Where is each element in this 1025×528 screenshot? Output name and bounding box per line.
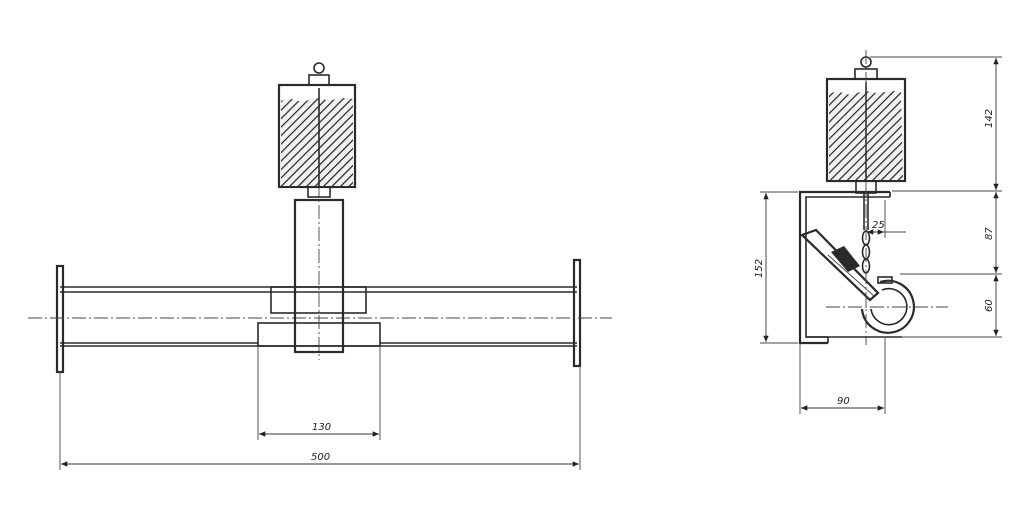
dim-label-142: 142 [984,109,995,128]
dimension-90: 90 [799,338,886,414]
right-flange [572,258,582,368]
dimension-500: 500 [59,366,581,470]
channel-profile [798,190,902,345]
dimension-60: 60 [984,275,999,336]
dimension-87: 87 [984,192,999,273]
clamp-arm [799,228,880,302]
side-view: 142 87 60 152 25 [754,50,1002,414]
dimension-130: 130 [257,347,381,440]
hook [860,276,915,334]
dimension-25: 25 [867,200,906,238]
front-view: 130 500 [28,62,612,470]
dim-label-500: 500 [311,452,330,463]
dim-label-25: 25 [872,220,885,231]
lifting-eye-icon [313,62,325,74]
dim-label-152: 152 [754,259,765,278]
left-flange [55,264,65,374]
dimension-152: 152 [754,191,798,344]
dim-label-130: 130 [312,422,331,433]
weight [277,62,357,198]
beam [60,286,577,347]
dim-label-90: 90 [837,396,850,407]
dim-label-87: 87 [984,227,995,240]
dimension-142: 142 [984,58,999,190]
dim-label-60: 60 [984,299,995,312]
